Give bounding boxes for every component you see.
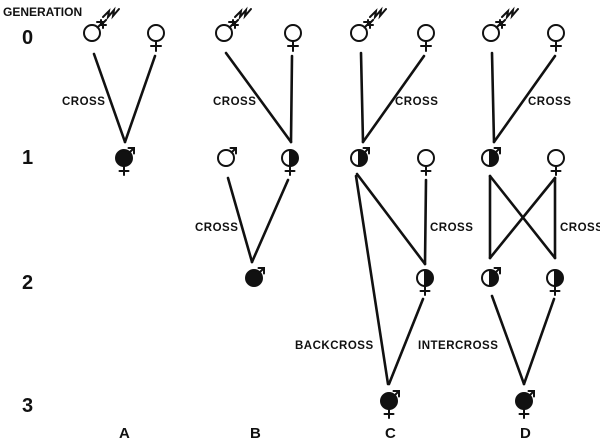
carrier-male-d2 bbox=[481, 267, 501, 287]
backcross-label: BACKCROSS bbox=[295, 340, 374, 352]
column-a: CROSS bbox=[62, 6, 165, 176]
cross-line-a-right bbox=[123, 54, 157, 144]
cross-line-d1-right bbox=[492, 54, 557, 144]
female-symbol-d0 bbox=[547, 24, 565, 52]
irradiation-arrow-c bbox=[367, 6, 387, 26]
column-b-label: B bbox=[250, 425, 261, 441]
cross-line-c2-left bbox=[355, 172, 427, 266]
cross-line-b2-right bbox=[250, 178, 290, 264]
cross-line-c1-left bbox=[359, 51, 365, 144]
cross-line-b1-left bbox=[224, 51, 293, 144]
female-symbol-c0 bbox=[417, 24, 435, 52]
column-c: CROSS CROSS BACKCROSS bbox=[295, 6, 473, 419]
column-d-label: D bbox=[520, 425, 531, 441]
cross-label-d2: CROSS bbox=[560, 222, 600, 234]
affected-hermaphrodite-a1 bbox=[115, 147, 135, 176]
cross-line-b2-left bbox=[226, 176, 254, 264]
generation-header: GENERATION bbox=[3, 5, 82, 19]
cross-label-c1: CROSS bbox=[395, 96, 438, 108]
generation-3-label: 3 bbox=[22, 395, 33, 417]
intercross-line-right bbox=[522, 297, 556, 386]
column-d: CROSS CROSS bbox=[418, 6, 600, 419]
carrier-male-c1 bbox=[350, 147, 370, 167]
cross-label-a: CROSS bbox=[62, 96, 105, 108]
cross-line-d1-left bbox=[490, 51, 496, 144]
irradiation-arrow-a bbox=[100, 6, 120, 26]
irradiation-arrow-d bbox=[499, 6, 519, 26]
column-b: CROSS CROSS bbox=[195, 6, 302, 287]
female-symbol-b0 bbox=[284, 24, 302, 52]
cross-label-b1: CROSS bbox=[213, 96, 256, 108]
cross-label-b2: CROSS bbox=[195, 222, 238, 234]
generation-0-label: 0 bbox=[22, 27, 33, 49]
column-a-label: A bbox=[119, 425, 130, 441]
carrier-male-d1 bbox=[481, 147, 501, 167]
male-symbol-b1 bbox=[217, 147, 237, 167]
generation-1-label: 1 bbox=[22, 147, 33, 169]
intercross-label: INTERCROSS bbox=[418, 340, 498, 352]
column-c-label: C bbox=[385, 425, 396, 441]
generation-2-label: 2 bbox=[22, 272, 33, 294]
female-symbol-c1 bbox=[417, 149, 435, 176]
cross-line-c2-right bbox=[423, 178, 428, 266]
cross-line-c1-right bbox=[361, 54, 426, 144]
backcross-line-left bbox=[354, 174, 390, 386]
female-symbol-d1 bbox=[547, 149, 565, 176]
affected-hermaphrodite-d3 bbox=[515, 390, 535, 419]
carrier-female-d2 bbox=[546, 269, 564, 296]
generation-labels: GENERATION 0 1 2 3 bbox=[3, 5, 82, 417]
cross-label-c2: CROSS bbox=[430, 222, 473, 234]
affected-male-b2 bbox=[245, 267, 265, 287]
affected-hermaphrodite-c3 bbox=[380, 390, 400, 419]
cross-line-d2-diagonal-up bbox=[488, 176, 557, 260]
column-labels: A B C D bbox=[119, 425, 531, 441]
intercross-line-left bbox=[490, 294, 526, 386]
female-symbol-a0 bbox=[147, 24, 165, 52]
cross-label-d1: CROSS bbox=[528, 96, 571, 108]
cross-line-b1-right bbox=[289, 54, 294, 144]
backcross-line-right bbox=[387, 297, 425, 386]
irradiation-arrow-b bbox=[232, 6, 252, 26]
carrier-female-c2 bbox=[416, 269, 434, 296]
carrier-female-b1 bbox=[281, 149, 299, 176]
cross-line-a-left bbox=[92, 52, 127, 144]
